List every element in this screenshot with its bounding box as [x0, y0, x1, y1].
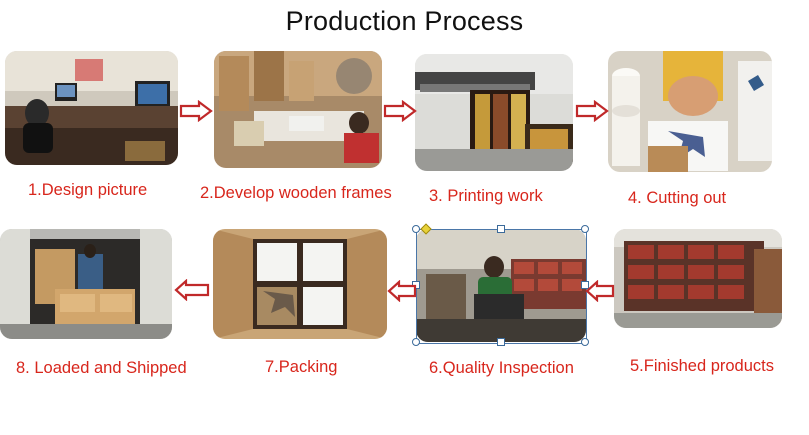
step-7-photo: [213, 229, 387, 339]
resize-handle-bottom-right: [581, 338, 589, 346]
step-1-caption: 1.Design picture: [28, 181, 148, 199]
step-5-photo: [614, 229, 782, 328]
step-4-photo: [608, 51, 772, 172]
step-3-caption: 3. Printing work: [429, 187, 543, 205]
arrow-step-1-to-2-icon: [179, 100, 213, 122]
quality-inspection-photo-icon: [416, 229, 586, 342]
step-6-photo: [416, 229, 586, 342]
resize-handle-middle-right: [581, 281, 589, 289]
large-format-printer-photo-icon: [415, 54, 573, 171]
arrow-step-3-to-4-icon: [575, 100, 609, 122]
wooden-frames-photo-icon: [214, 51, 382, 168]
step-8-caption: 8. Loaded and Shipped: [16, 359, 187, 377]
step-2-caption: 2.Develop wooden frames: [200, 184, 392, 202]
resize-handle-top-right: [581, 225, 589, 233]
step-2-photo: [214, 51, 382, 168]
step-8-photo: [0, 229, 172, 339]
diagram-title: Production Process: [285, 6, 524, 36]
packing-carton-photo-icon: [213, 229, 387, 339]
resize-handle-top-left: [412, 225, 420, 233]
arrow-step-6-to-7-icon: [387, 280, 417, 302]
resize-handle-top-middle: [497, 225, 505, 233]
step-6-caption: 6.Quality Inspection: [429, 359, 574, 377]
stacked-boxes-photo-icon: [614, 229, 782, 328]
step-1-photo: [5, 51, 178, 165]
arrow-step-7-to-8-icon: [174, 279, 210, 301]
resize-handle-bottom-left: [412, 338, 420, 346]
arrow-step-2-to-3-icon: [383, 100, 417, 122]
container-loading-photo-icon: [0, 229, 172, 339]
step-3-photo: [415, 54, 573, 171]
step-5-caption: 5.Finished products: [630, 357, 774, 375]
design-office-photo-icon: [5, 51, 178, 165]
cutting-canvas-photo-icon: [608, 51, 772, 172]
step-4-caption: 4. Cutting out: [628, 189, 727, 207]
resize-handle-bottom-middle: [497, 338, 505, 346]
arrow-step-5-to-6-icon: [585, 280, 615, 302]
step-7-caption: 7.Packing: [265, 358, 338, 376]
